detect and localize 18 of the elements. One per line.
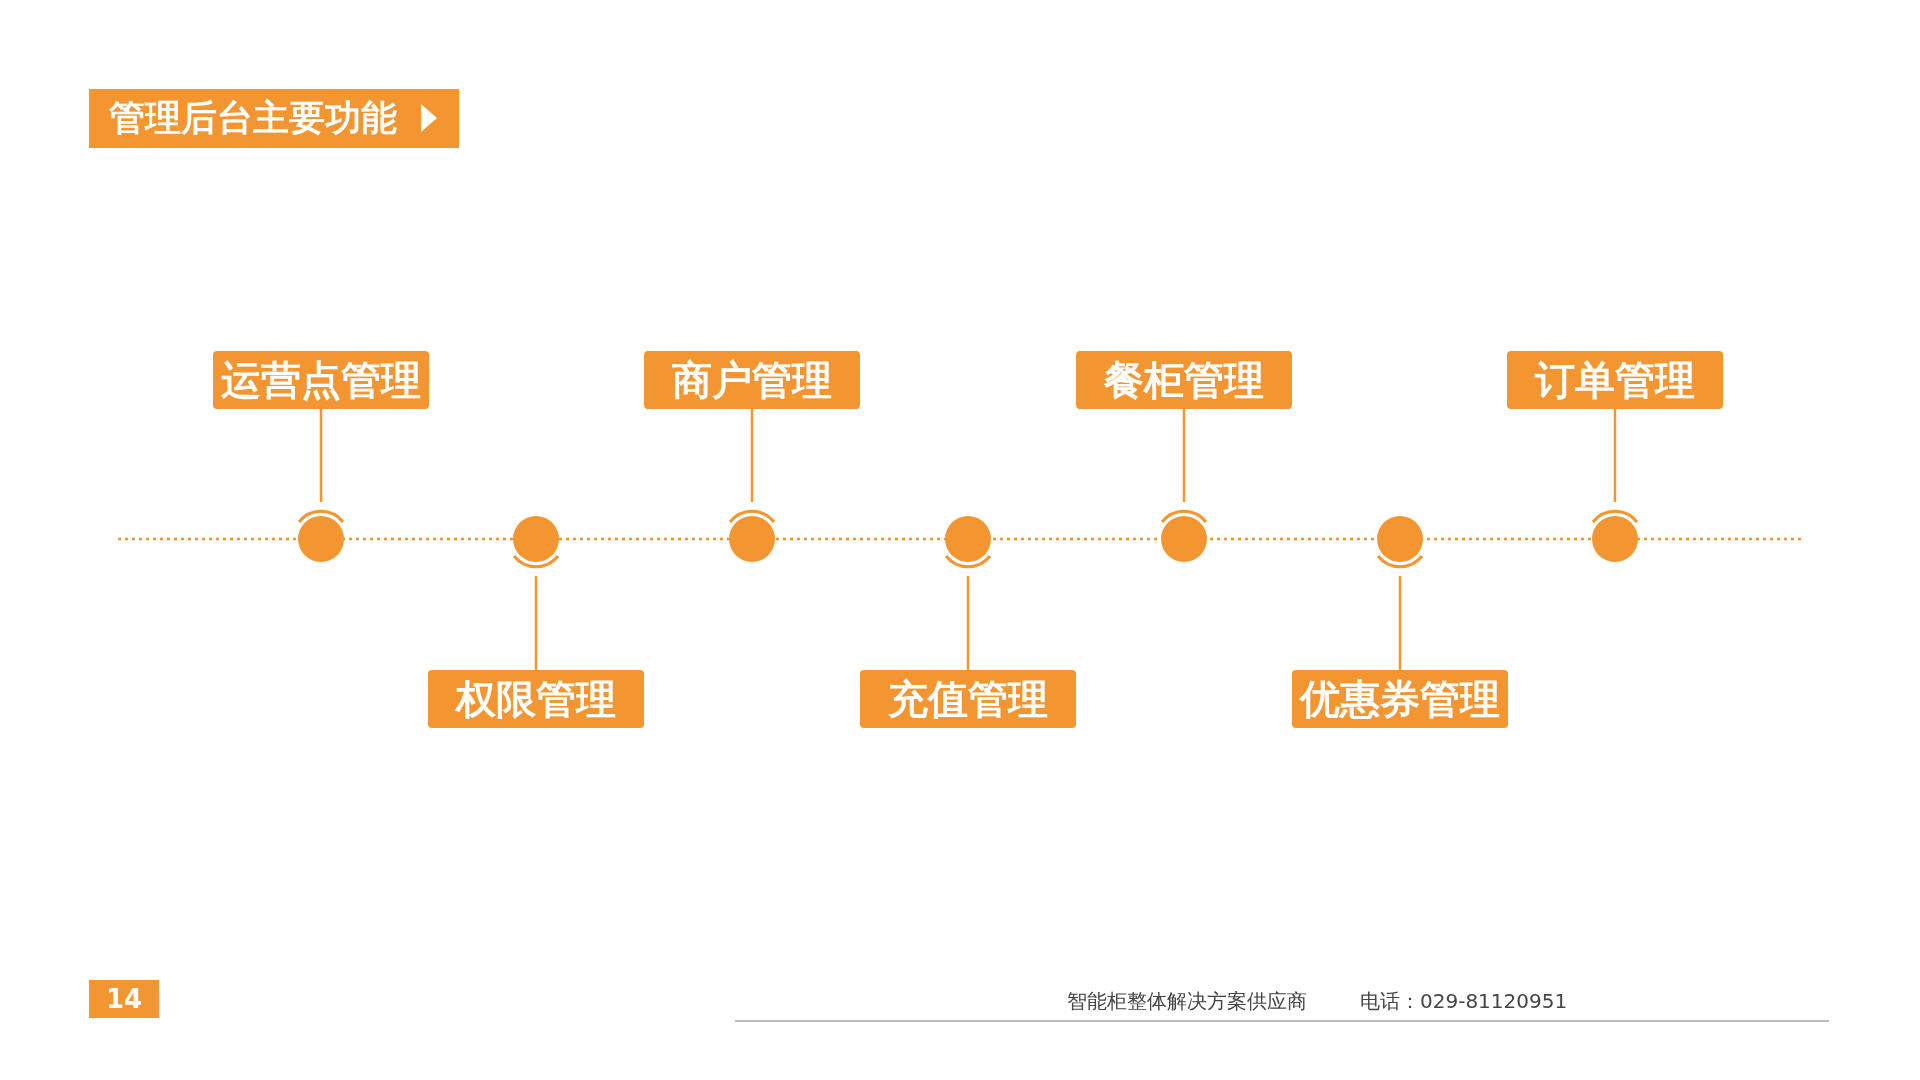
leader-line <box>1398 576 1402 670</box>
page-number: 14 <box>89 980 159 1018</box>
title: 管理后台主要功能 <box>109 96 397 140</box>
feature-label: 运营点管理 <box>213 351 429 409</box>
leader-line <box>1613 409 1617 502</box>
phone-number: 电话：029-81120951 <box>1360 988 1568 1015</box>
feature-label: 优惠券管理 <box>1292 670 1508 728</box>
feature-label: 充值管理 <box>860 670 1076 728</box>
leader-line <box>319 409 323 502</box>
leader-line <box>534 576 538 670</box>
tagline: 智能柜整体解决方案供应商 <box>1067 988 1307 1015</box>
feature-label: 商户管理 <box>644 351 860 409</box>
feature-label: 餐柜管理 <box>1076 351 1292 409</box>
leader-line <box>1182 409 1186 502</box>
feature-label: 权限管理 <box>428 670 644 728</box>
feature-label: 订单管理 <box>1507 351 1723 409</box>
leader-line <box>966 576 970 670</box>
leader-line <box>750 409 754 502</box>
